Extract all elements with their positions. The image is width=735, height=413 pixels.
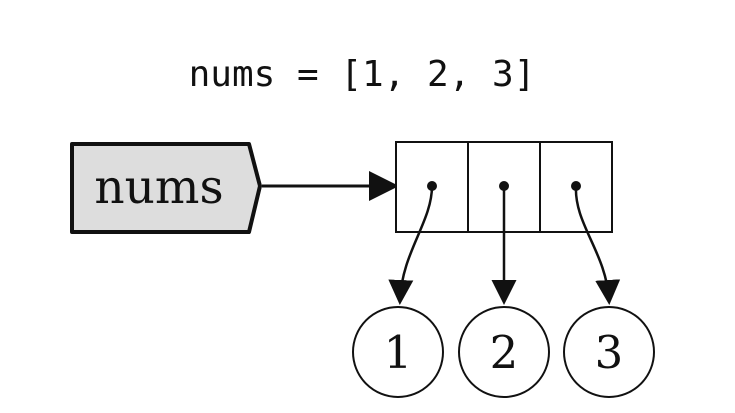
element-arrow <box>388 185 434 305</box>
value-circle <box>563 306 655 398</box>
value-circle <box>352 306 444 398</box>
element-arrow <box>574 185 621 305</box>
code-statement: nums = [1, 2, 3] <box>189 54 536 95</box>
value-label: 2 <box>490 326 519 379</box>
variable-label: nums <box>70 142 262 234</box>
element-node: 2 <box>458 306 550 398</box>
list-cell <box>491 181 517 305</box>
variable-name: nums <box>94 160 223 215</box>
element-node: 3 <box>563 306 655 398</box>
variable-tag <box>70 142 262 234</box>
value-label: 1 <box>384 326 413 379</box>
value-circle <box>458 306 550 398</box>
list-cell <box>571 181 621 305</box>
value-label: 3 <box>595 326 624 379</box>
element-node: 1 <box>352 306 444 398</box>
list-cell <box>388 181 437 305</box>
